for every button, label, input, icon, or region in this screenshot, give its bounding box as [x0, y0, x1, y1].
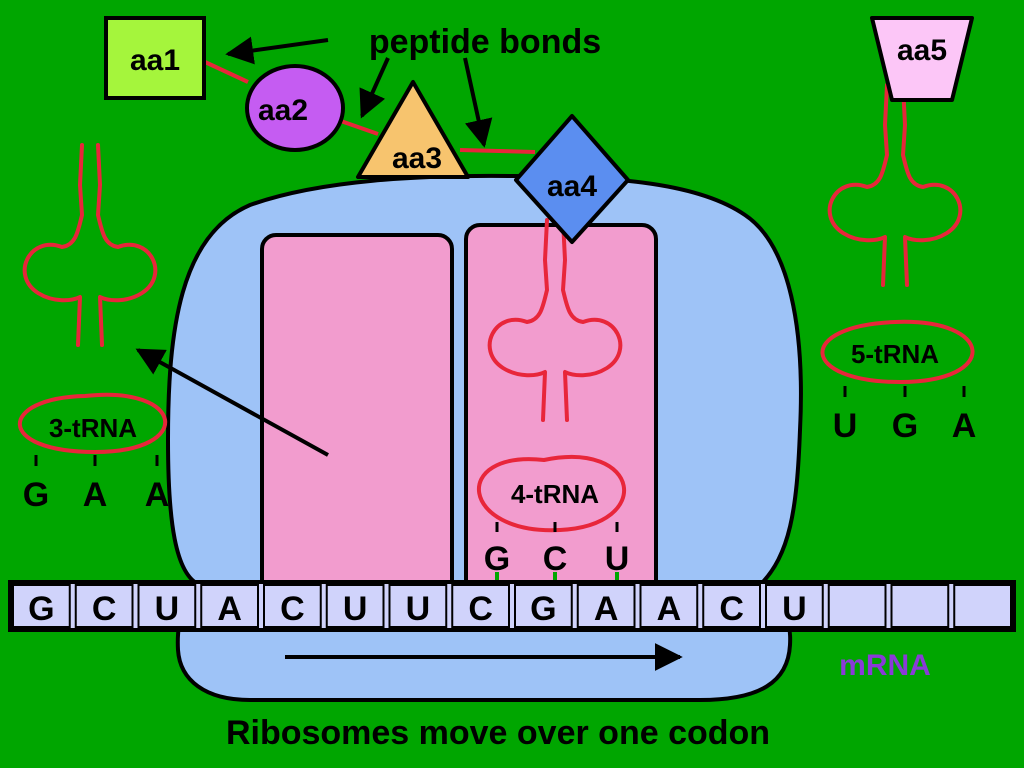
trna-4-label: 4-tRNA [511, 479, 599, 509]
peptide-bond-lines [204, 60, 536, 154]
trna-5-label: 5-tRNA [851, 339, 939, 369]
mrna-cell [765, 584, 824, 628]
trna-3: 3-tRNA G A A [17, 143, 170, 514]
mrna-cell [514, 584, 573, 628]
amino-acid-aa2: aa2 [245, 64, 345, 152]
trna-3-anticodon-1: G [23, 476, 49, 514]
peptide-arrow-2 [359, 57, 390, 119]
amino-acid-aa4: aa4 [514, 114, 630, 244]
mrna-base: C [468, 590, 493, 628]
aa5-label: aa5 [897, 34, 947, 67]
mrna-base: G [530, 590, 556, 628]
mrna-base: C [280, 590, 305, 628]
aa4-label: aa4 [547, 170, 597, 203]
trna-5-anticodon-3: A [952, 407, 977, 445]
peptide-bonds-label: peptide bonds [369, 23, 601, 61]
mrna-base: C [92, 590, 117, 628]
mrna-cell [702, 584, 761, 628]
mrna-label: mRNA [839, 649, 931, 682]
mrna-base: U [782, 590, 807, 628]
trna-3-label: 3-tRNA [49, 413, 137, 443]
trna-5-anticodon-1: U [833, 407, 858, 445]
mrna-base: A [594, 590, 619, 628]
trna-4-anticodon-3: U [605, 540, 630, 578]
mrna-cell [200, 584, 259, 628]
trna-5-anticodon-2: G [892, 407, 918, 445]
peptide-arrow-3 [463, 57, 493, 148]
mrna-cell [74, 584, 134, 628]
mrna-base: A [217, 590, 242, 628]
aa1-label: aa1 [130, 44, 180, 77]
amino-acid-aa3: aa3 [356, 80, 470, 179]
mrna-cell [12, 584, 71, 628]
bond-aa2-aa3 [337, 118, 379, 136]
trna-3-anticodon-3: A [145, 476, 170, 514]
mrna-cell [953, 584, 1012, 628]
trna-exit-arrow [135, 348, 329, 457]
mrna-cell [639, 584, 699, 628]
mrna-cell [827, 584, 887, 628]
mrna-base: C [719, 590, 744, 628]
trna-3-anticodon-2: A [83, 476, 108, 514]
bond-aa3-aa4 [459, 148, 536, 154]
amino-acid-aa5: aa5 [870, 16, 974, 102]
trna-4-anticodon-1: G [484, 540, 510, 578]
trna-4-anticodon-2: C [543, 540, 568, 578]
amino-acid-aa1: aa1 [104, 16, 206, 100]
mrna-cell [325, 584, 385, 628]
mrna-base: A [657, 590, 682, 628]
mrna-base: U [343, 590, 368, 628]
mrna-cell [137, 584, 197, 628]
ribosome-site-p [260, 233, 454, 597]
aa3-label: aa3 [392, 142, 442, 175]
trna-4: 4-tRNA G C U [476, 218, 630, 585]
mrna-base: U [406, 590, 431, 628]
aa2-label: aa2 [258, 94, 308, 127]
mrna-cell [263, 584, 322, 628]
mrna-base: G [28, 590, 54, 628]
mrna-cell [890, 584, 950, 628]
caption: Ribosomes move over one codon [226, 714, 770, 752]
mrna-base: U [155, 590, 180, 628]
mrna-cell [451, 584, 510, 628]
mrna-cell [388, 584, 448, 628]
bond-aa1-aa2 [204, 60, 249, 84]
peptide-arrow-1 [225, 36, 329, 65]
mrna-cell [576, 584, 636, 628]
trna-5: 5-tRNA U G A [820, 83, 977, 445]
